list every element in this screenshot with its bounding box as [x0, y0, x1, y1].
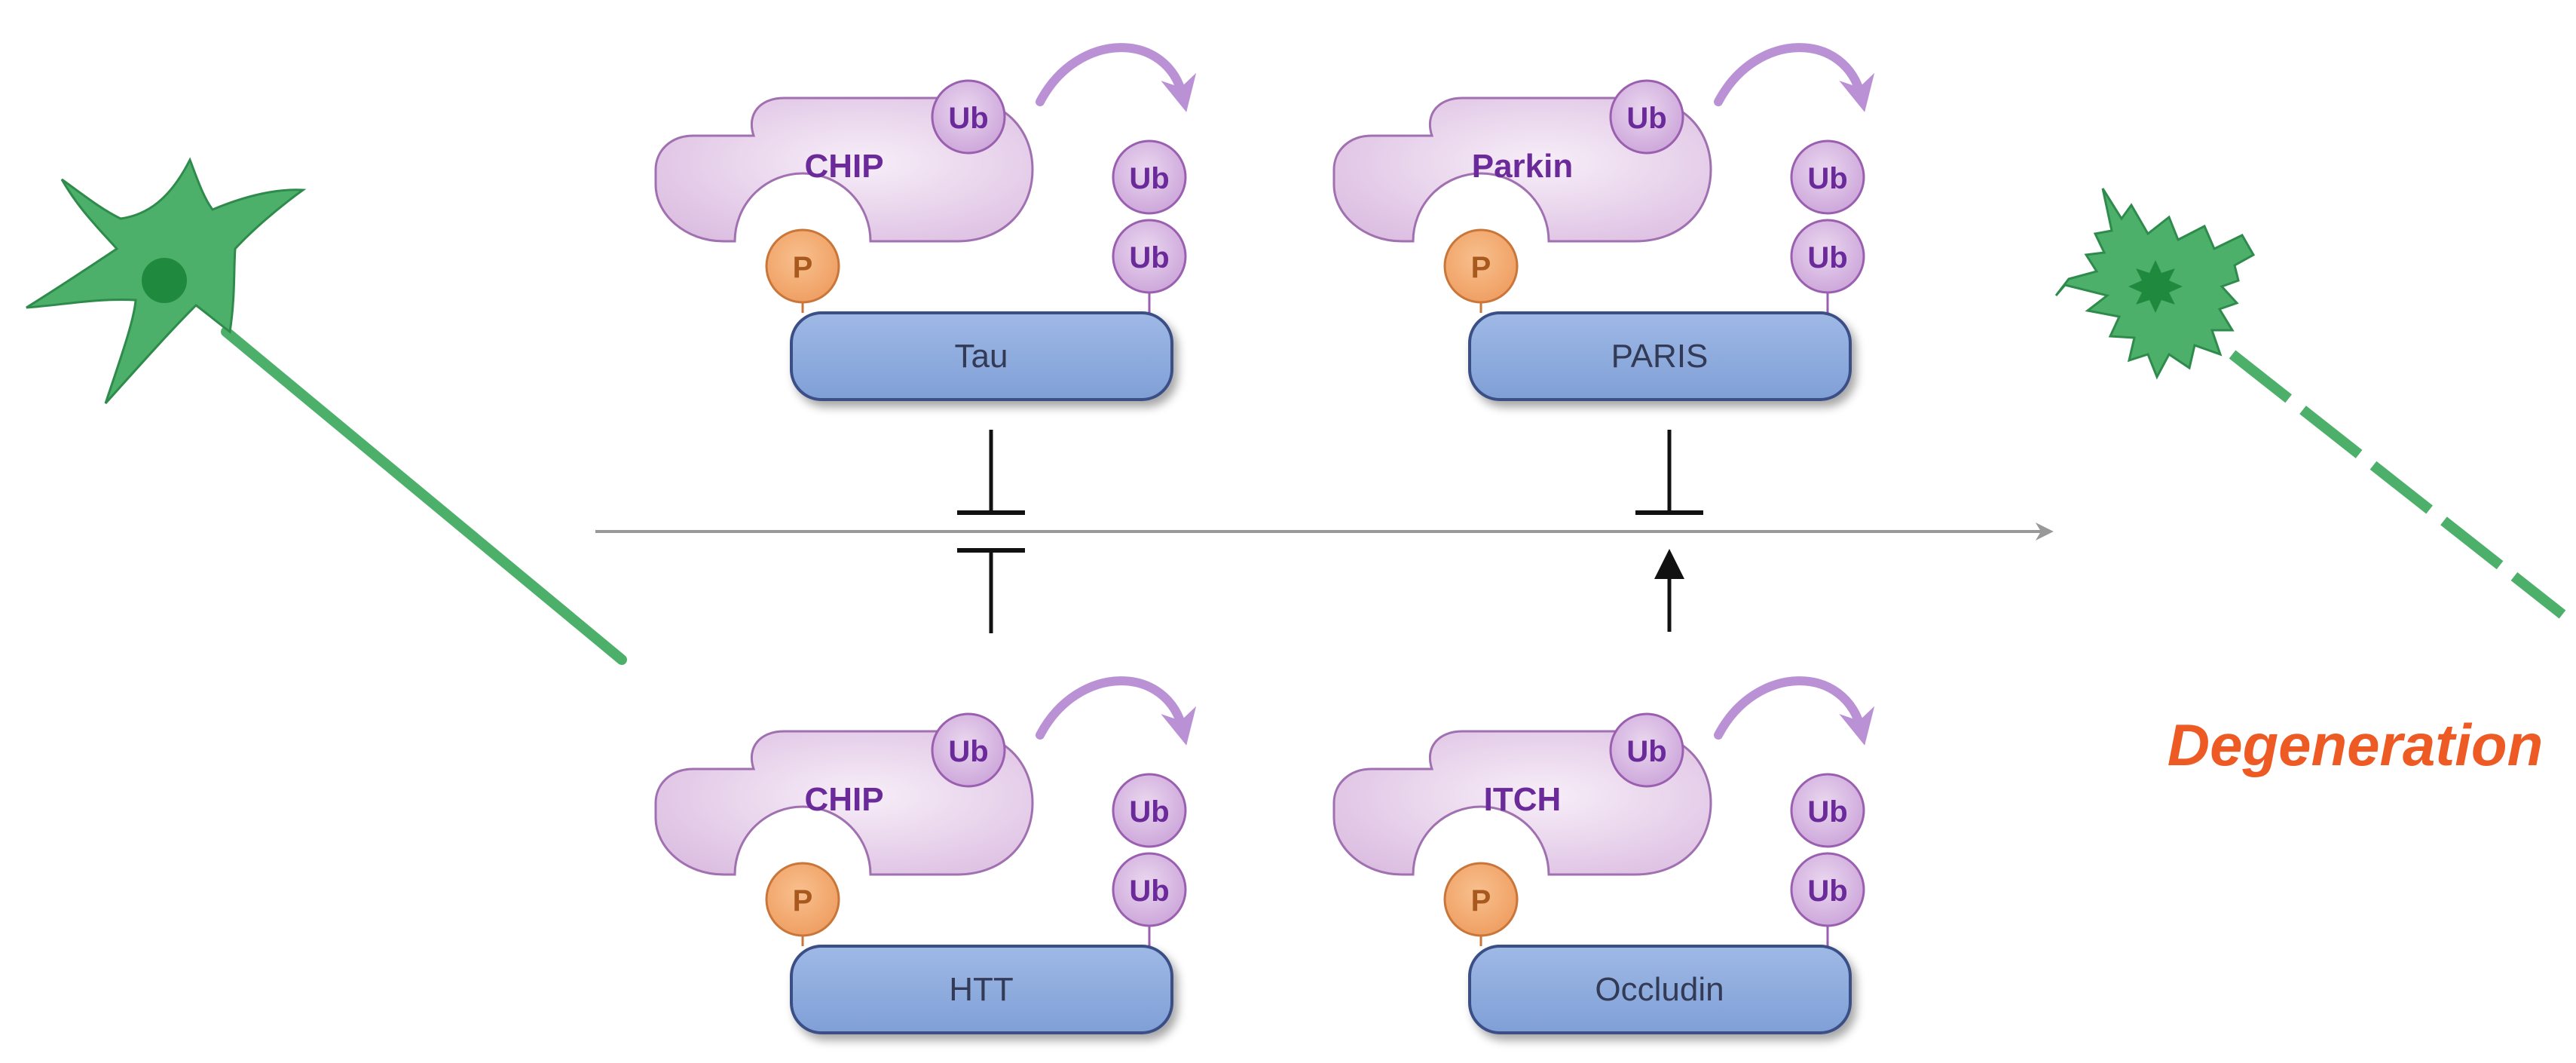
- svg-text:P: P: [793, 251, 813, 284]
- ubiquitin-on-e3: Ub: [1609, 79, 1684, 155]
- ubiquitin-chain-unit: Ub: [1112, 852, 1187, 927]
- e3-label: Parkin: [1472, 148, 1574, 185]
- healthy-axon: [221, 326, 627, 665]
- ubiquitin-transfer-arrow: [1714, 43, 1875, 112]
- healthy-neuron: [26, 157, 627, 665]
- svg-text:Ub: Ub: [1807, 795, 1847, 829]
- svg-text:Ub: Ub: [1626, 102, 1666, 135]
- phosphate-group: P: [765, 228, 840, 304]
- ubiquitin-on-e3: Ub: [1609, 712, 1684, 788]
- ubiquitin-on-e3: Ub: [931, 712, 1006, 788]
- effect-occludin-activate: [1654, 549, 1684, 632]
- phosphate-group: P: [765, 862, 840, 937]
- substrate-label: Tau: [955, 338, 1008, 375]
- ubiquitin-chain-unit: Ub: [1790, 219, 1865, 294]
- effect-paris-inhibit: [1635, 430, 1703, 515]
- degenerating-nucleus: [2128, 260, 2183, 313]
- effect-htt-inhibit: [957, 548, 1025, 633]
- ubiquitin-chain-unit: Ub: [1790, 139, 1865, 215]
- svg-text:P: P: [793, 884, 813, 917]
- degenerating-neuron: [2054, 188, 2566, 619]
- substrate-label: PARIS: [1611, 338, 1709, 375]
- ubiquitin-transfer-arrow: [1714, 676, 1875, 746]
- svg-text:Ub: Ub: [1129, 241, 1169, 274]
- ubiquitin-chain-unit: Ub: [1790, 773, 1865, 848]
- phosphate-group: P: [1443, 862, 1519, 937]
- svg-text:Ub: Ub: [1129, 162, 1169, 195]
- substrate-htt: HTT: [790, 945, 1173, 1034]
- e3-label: CHIP: [804, 148, 883, 185]
- svg-text:Ub: Ub: [948, 735, 988, 768]
- ubiquitin-on-e3: Ub: [931, 79, 1006, 155]
- e3-label: CHIP: [804, 781, 883, 818]
- svg-text:Ub: Ub: [948, 102, 988, 135]
- svg-text:Ub: Ub: [1807, 875, 1847, 908]
- svg-text:Ub: Ub: [1807, 162, 1847, 195]
- phosphate-group: P: [1443, 228, 1519, 304]
- fragmented-axon: [2229, 350, 2566, 619]
- ubiquitin-chain-unit: Ub: [1790, 852, 1865, 927]
- svg-text:P: P: [1471, 251, 1491, 284]
- substrate-paris: PARIS: [1468, 311, 1852, 401]
- effect-tau-inhibit: [957, 430, 1025, 515]
- ubiquitin-chain-unit: Ub: [1112, 773, 1187, 848]
- substrate-tau: Tau: [790, 311, 1173, 401]
- ubiquitin-transfer-arrow: [1036, 676, 1197, 746]
- svg-text:Ub: Ub: [1129, 875, 1169, 908]
- ubiquitin-transfer-arrow: [1036, 43, 1197, 112]
- degeneration-label: Degeneration: [2168, 712, 2543, 778]
- ubiquitin-chain-unit: Ub: [1112, 139, 1187, 215]
- e3-label: ITCH: [1484, 781, 1562, 818]
- substrate-occludin: Occludin: [1468, 945, 1852, 1034]
- svg-text:Ub: Ub: [1626, 735, 1666, 768]
- svg-text:Ub: Ub: [1807, 241, 1847, 274]
- healthy-nucleus: [142, 258, 187, 303]
- substrate-label: HTT: [949, 971, 1014, 1008]
- substrate-label: Occludin: [1595, 971, 1724, 1008]
- ubiquitin-chain-unit: Ub: [1112, 219, 1187, 294]
- svg-text:Ub: Ub: [1129, 795, 1169, 829]
- svg-text:P: P: [1471, 884, 1491, 917]
